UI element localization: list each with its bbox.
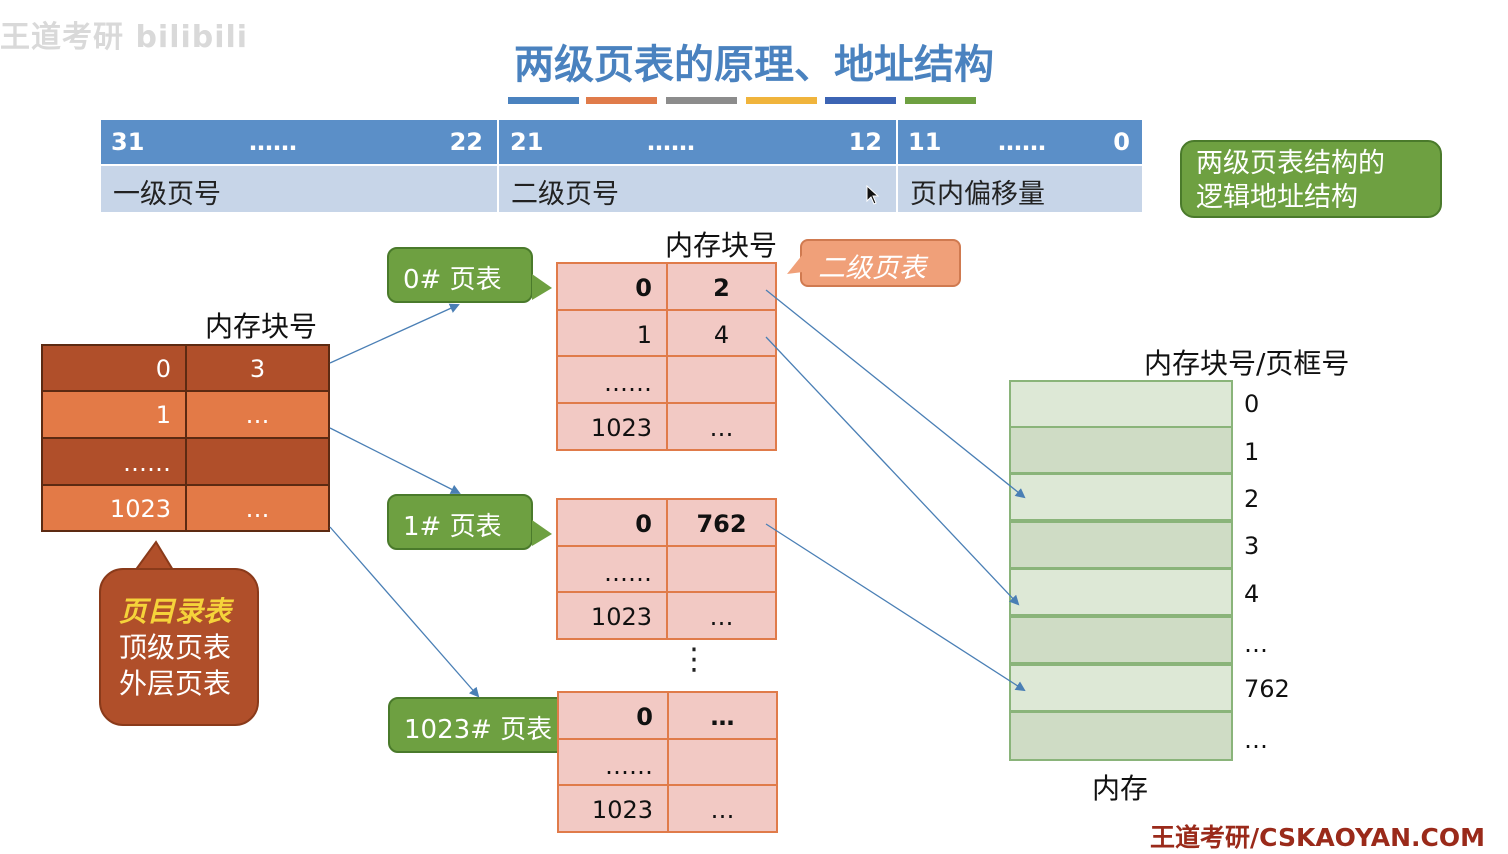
memory-block-label: … [1244, 726, 1268, 754]
page-table-0-label: 0# 页表 [387, 247, 533, 303]
page-directory-callout: 页目录表 顶级页表 外层页表 [99, 568, 259, 726]
arrow-pt1-row0-to-mem762 [765, 523, 1026, 692]
pt-page-cell: …… [556, 355, 668, 404]
arrow-dir1-to-pt1 [329, 427, 461, 494]
pt-block-cell: … [667, 784, 778, 833]
bits-offset: 11 …… 0 [898, 120, 1142, 164]
bit-high: 11 [908, 128, 942, 156]
bits-first-level: 31 …… 22 [101, 120, 497, 164]
vertical-ellipsis: ⋮ [679, 642, 709, 677]
color-swatch-navy [825, 97, 896, 104]
bit-high: 21 [510, 128, 544, 156]
pt-block-cell: … [667, 691, 778, 740]
arrow-pt0-row1-to-mem4 [765, 336, 1020, 606]
bit-high: 31 [111, 128, 145, 156]
pt-block-cell [666, 355, 777, 404]
page-table-1023-label: 1023# 页表 [388, 697, 569, 753]
bit-low: 0 [1113, 128, 1130, 156]
label-tail [532, 520, 552, 546]
callout-line: 外层页表 [119, 667, 232, 700]
bit-dots: …… [998, 128, 1046, 156]
bits-second-level: 21 …… 12 [499, 120, 896, 164]
pt-block-cell: … [666, 591, 777, 640]
mouse-cursor-icon [866, 185, 880, 205]
directory-block-cell: … [185, 484, 330, 532]
pt-page-cell: 1 [556, 309, 668, 357]
memory-block [1009, 426, 1233, 474]
pt-page-cell: 0 [557, 691, 669, 740]
arrow-pt0-row0-to-mem2 [765, 289, 1026, 499]
directory-block-cell [185, 437, 330, 486]
directory-block-cell: … [185, 390, 330, 439]
memory-block-label: 0 [1244, 390, 1260, 418]
page-title: 两级页表的原理、地址结构 [514, 42, 994, 88]
callout-line: 逻辑地址结构 [1196, 182, 1358, 213]
directory-page-cell: 0 [41, 344, 187, 392]
pt-page-cell: 1023 [556, 591, 668, 640]
memory-block [1009, 473, 1233, 521]
color-swatch-blue [508, 97, 579, 104]
pt-page-cell: …… [556, 545, 668, 593]
pt-block-cell: … [666, 402, 777, 451]
directory-page-cell: 1023 [41, 484, 187, 532]
arrow-dir0-to-pt0 [329, 303, 460, 364]
second-level-column-header: 内存块号 [665, 229, 778, 262]
pt-page-cell: …… [557, 738, 669, 786]
memory-block-label: 3 [1244, 532, 1260, 560]
field-second-level-page-number: 二级页号 [499, 166, 896, 212]
page-table-1-label: 1# 页表 [387, 494, 533, 550]
color-swatch-orange [586, 97, 657, 104]
field-page-offset: 页内偏移量 [898, 166, 1142, 212]
watermark: 王道考研 bilibili [0, 20, 249, 55]
memory-block-label: 762 [1244, 675, 1290, 703]
footer-brand: 王道考研/CSKAOYAN.COM [1150, 823, 1485, 852]
pt-block-cell [667, 738, 778, 786]
color-swatch-gray [666, 97, 737, 104]
arrow-dir1023-to-pt1023 [329, 526, 480, 698]
callout-line: 两级页表结构的 [1196, 148, 1385, 179]
pt-block-cell [666, 545, 777, 593]
color-swatch-yellow [746, 97, 817, 104]
color-swatch-green [905, 97, 976, 104]
memory-block [1009, 568, 1233, 616]
bit-dots: …… [647, 128, 695, 156]
memory-block-label: 2 [1244, 485, 1260, 513]
callout-line: 顶级页表 [119, 631, 232, 664]
label-tail [532, 274, 552, 300]
memory-caption: 内存 [1092, 772, 1149, 805]
directory-block-cell: 3 [185, 344, 330, 392]
address-structure-callout: 两级页表结构的 逻辑地址结构 [1180, 140, 1442, 218]
memory-block-label: … [1244, 630, 1268, 658]
callout-tail [787, 254, 803, 274]
memory-block [1009, 616, 1233, 664]
memory-block-label: 4 [1244, 580, 1260, 608]
bit-low: 12 [848, 128, 882, 156]
memory-column-header: 内存块号/页框号 [1144, 347, 1350, 380]
directory-column-header: 内存块号 [205, 310, 318, 343]
field-first-level-page-number: 一级页号 [101, 166, 497, 212]
bit-low: 22 [449, 128, 483, 156]
callout-title: 页目录表 [119, 595, 232, 628]
bit-dots: …… [249, 128, 297, 156]
second-level-page-table-callout: 二级页表 [800, 239, 961, 287]
pt-page-cell: 1023 [557, 784, 669, 833]
memory-block [1009, 711, 1233, 761]
memory-block-label: 1 [1244, 438, 1260, 466]
